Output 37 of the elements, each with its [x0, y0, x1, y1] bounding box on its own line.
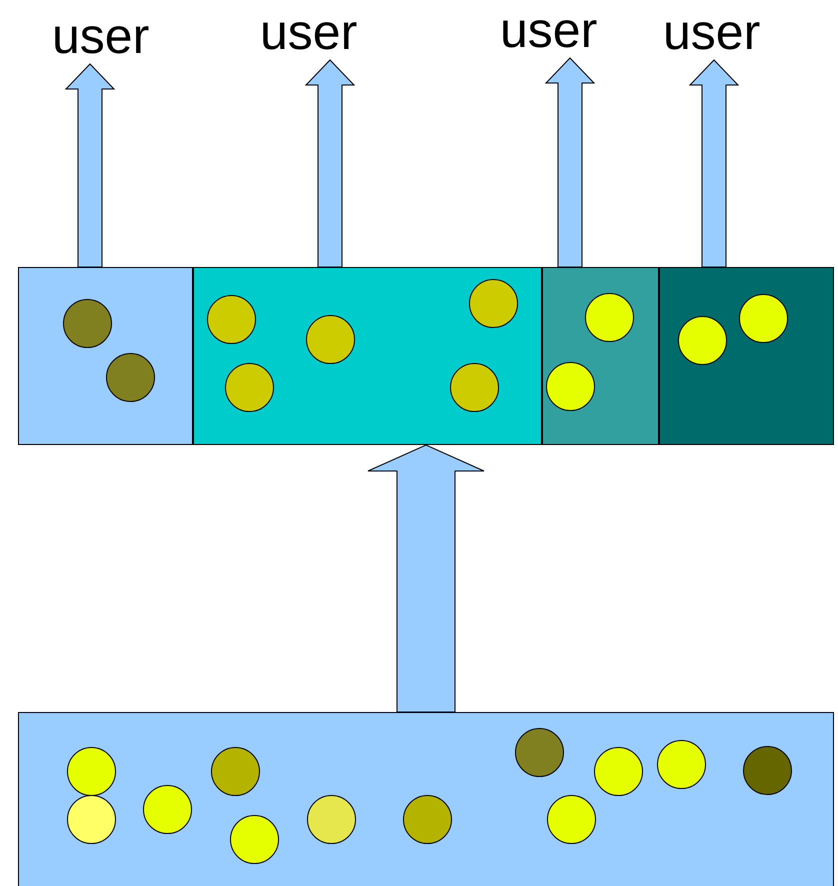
user-label: user	[52, 8, 150, 64]
user-label: user	[260, 4, 358, 60]
circle-marker	[230, 815, 279, 864]
circle-marker	[225, 363, 274, 412]
circle-marker	[67, 795, 116, 844]
circle-marker	[306, 315, 355, 364]
circle-marker	[547, 795, 596, 844]
circle-marker	[307, 795, 356, 844]
layer-panel	[542, 267, 659, 445]
block-arrow	[304, 59, 356, 268]
circle-marker	[678, 316, 727, 365]
block-arrow	[64, 63, 116, 268]
layer-panel	[659, 267, 834, 445]
circle-marker	[211, 747, 260, 796]
circle-marker	[739, 294, 788, 343]
circle-marker	[743, 746, 792, 795]
circle-marker	[585, 293, 634, 342]
circle-marker	[106, 353, 155, 402]
circle-marker	[657, 740, 706, 789]
circle-marker	[515, 728, 564, 777]
block-arrow	[544, 57, 596, 268]
block-arrow	[368, 444, 484, 712]
circle-marker	[450, 363, 499, 412]
user-label: user	[500, 2, 598, 58]
user-label: user	[663, 4, 760, 60]
circle-marker	[63, 299, 112, 348]
circle-marker	[469, 279, 518, 328]
circle-marker	[67, 747, 116, 796]
circle-marker	[143, 785, 192, 834]
circle-marker	[594, 747, 643, 796]
layer-panel	[193, 267, 542, 445]
layer-panel	[18, 712, 834, 886]
layer-panel	[18, 267, 193, 445]
circle-marker	[403, 795, 452, 844]
circle-marker	[546, 362, 595, 411]
block-arrow	[688, 59, 740, 268]
circle-marker	[207, 295, 256, 344]
